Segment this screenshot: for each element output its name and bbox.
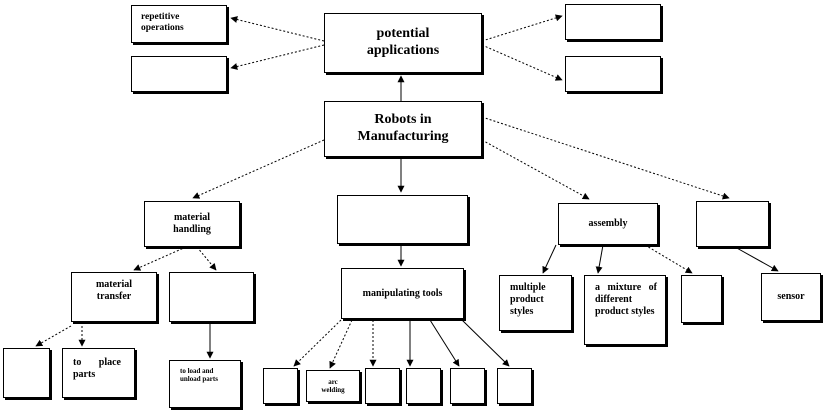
node-arc-welding: arc welding — [306, 370, 360, 402]
arrow-to-mixture-product-styles — [595, 244, 604, 274]
node-empty-tool-5 — [450, 368, 485, 404]
arrow-to-arc-welding — [329, 319, 353, 369]
arrow-to-multiple-product-styles — [542, 244, 557, 274]
arrow-to-assembly — [481, 139, 590, 200]
arrow-to-material-transfer — [133, 246, 187, 271]
node-potential-applications: potential applications — [324, 13, 482, 73]
node-mixture-product-styles: a mixture of different product styles — [584, 275, 666, 345]
arrow-to-tool-5 — [429, 319, 460, 367]
arrow-to-empty-bottom-left — [35, 325, 72, 347]
arrow-to-empty-assembly-3 — [644, 244, 693, 274]
arrow-to-empty-handling-2 — [196, 246, 217, 271]
node-to-place-parts: to place parts — [62, 348, 135, 398]
node-empty-handling-2 — [169, 272, 254, 322]
node-empty-top-left-2 — [131, 56, 227, 92]
node-empty-bottom-left — [3, 348, 50, 398]
arrow-to-sensor — [734, 246, 779, 272]
arrow-to-repetitive-operations — [230, 16, 325, 42]
node-empty-right-mid — [696, 201, 769, 247]
node-empty-assembly-3 — [681, 275, 722, 323]
node-to-load-unload-parts: to load and unload parts — [169, 360, 241, 408]
node-sensor: sensor — [761, 273, 821, 321]
arrow-to-empty-top-right-2 — [481, 44, 563, 81]
arrow-to-empty-top-left-2 — [230, 44, 325, 70]
arrow-to-empty-top-right-1 — [481, 14, 563, 42]
node-empty-tool-1 — [263, 368, 298, 404]
node-repetitive-operations: repetitive operations — [131, 5, 227, 43]
node-empty-top-right-1 — [565, 4, 661, 40]
node-assembly: assembly — [558, 203, 658, 245]
node-empty-top-right-2 — [565, 56, 661, 92]
node-robots-in-manufacturing: Robots in Manufacturing — [324, 101, 482, 157]
arrow-to-tool-1 — [293, 319, 342, 367]
arrow-to-empty-right-mid — [481, 116, 730, 200]
node-multiple-product-styles: multiple product styles — [499, 275, 572, 331]
arrow-to-tool-6 — [461, 319, 510, 367]
node-material-handling: material handling — [144, 201, 240, 247]
node-empty-tool-4 — [406, 368, 441, 404]
node-empty-center-mid — [337, 195, 468, 244]
node-manipulating-tools: manipulating tools — [341, 268, 464, 319]
node-material-transfer: material transfer — [71, 272, 157, 322]
node-empty-tool-3 — [365, 368, 400, 404]
arrow-to-material-handling — [192, 139, 325, 199]
node-empty-tool-6 — [497, 368, 532, 404]
